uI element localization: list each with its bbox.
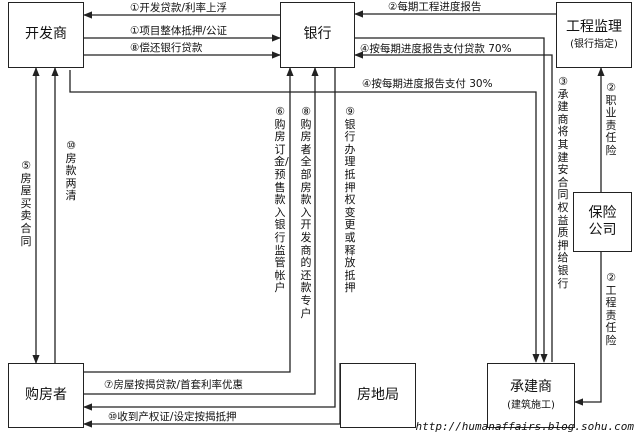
node-insurer: 保险 公司 <box>573 192 632 252</box>
arrow-e4a <box>355 37 548 363</box>
edge-label-e1b: ①项目整体抵押/公证 <box>130 25 227 37</box>
arrow-e2c <box>574 252 602 406</box>
node-supervisor-label: 工程监理 <box>566 18 622 35</box>
node-buyer-label: 购房者 <box>25 386 67 403</box>
edge-label-e1a: ①开发贷款/利率上浮 <box>130 2 227 14</box>
node-bank-label: 银行 <box>303 26 332 43</box>
edge-label-e3: ③承建商将其建安合同权益质押给银行 <box>557 75 569 290</box>
node-supervisor: 工程监理 (银行指定) <box>556 2 632 68</box>
node-land-bureau: 房地局 <box>340 363 416 428</box>
node-bank: 银行 <box>280 2 355 68</box>
node-developer-label: 开发商 <box>25 26 67 43</box>
node-contractor: 承建商 (建筑施工) <box>487 363 575 428</box>
arrow-e6 <box>84 67 294 373</box>
arrow-e3 <box>354 51 553 362</box>
edge-label-e6: ⑥购房订金/预售款入银行监管帐户 <box>274 105 289 295</box>
watermark: http://humanaffairs.blog.sohu.com <box>415 420 634 433</box>
edge-label-e7: ⑦房屋按揭贷款/首套利率优惠 <box>104 379 243 391</box>
node-insurer-label-2: 公司 <box>588 222 617 238</box>
node-supervisor-sublabel: (银行指定) <box>570 39 618 51</box>
edge-label-e8b: ⑧购房者全部房款入开发商的还款专户 <box>300 105 312 320</box>
edge-label-e10a: ⑩房款两清 <box>65 139 77 203</box>
edge-label-e4b: ④按每期进度报告支付 30% <box>362 78 493 90</box>
edge-label-e4a: ④按每期进度报告支付贷款 70% <box>360 43 512 55</box>
node-developer: 开发商 <box>8 2 84 68</box>
edge-label-e8a: ⑧偿还银行贷款 <box>130 42 203 54</box>
edge-label-e10b: ⑩收到产权证/设定按揭抵押 <box>108 411 237 423</box>
arrow-e8b <box>84 67 319 395</box>
arrow-e4b <box>69 70 540 363</box>
node-insurer-label-1: 保险 <box>588 204 617 221</box>
edge-label-e2b: ②职业责任险 <box>605 81 617 157</box>
node-land-bureau-label: 房地局 <box>357 386 399 403</box>
edge-label-e2c: ②工程责任险 <box>605 271 617 347</box>
node-contractor-sublabel: (建筑施工) <box>507 399 555 411</box>
edge-label-e5: ⑤房屋买卖合同 <box>20 159 32 248</box>
edge-label-e2a: ②每期工程进度报告 <box>388 1 482 13</box>
node-buyer: 购房者 <box>8 363 84 428</box>
edge-label-e9: ⑨银行办理抵押权变更或释放抵押 <box>344 105 356 295</box>
arrow-e9 <box>83 68 336 411</box>
node-contractor-label: 承建商 <box>510 379 552 396</box>
